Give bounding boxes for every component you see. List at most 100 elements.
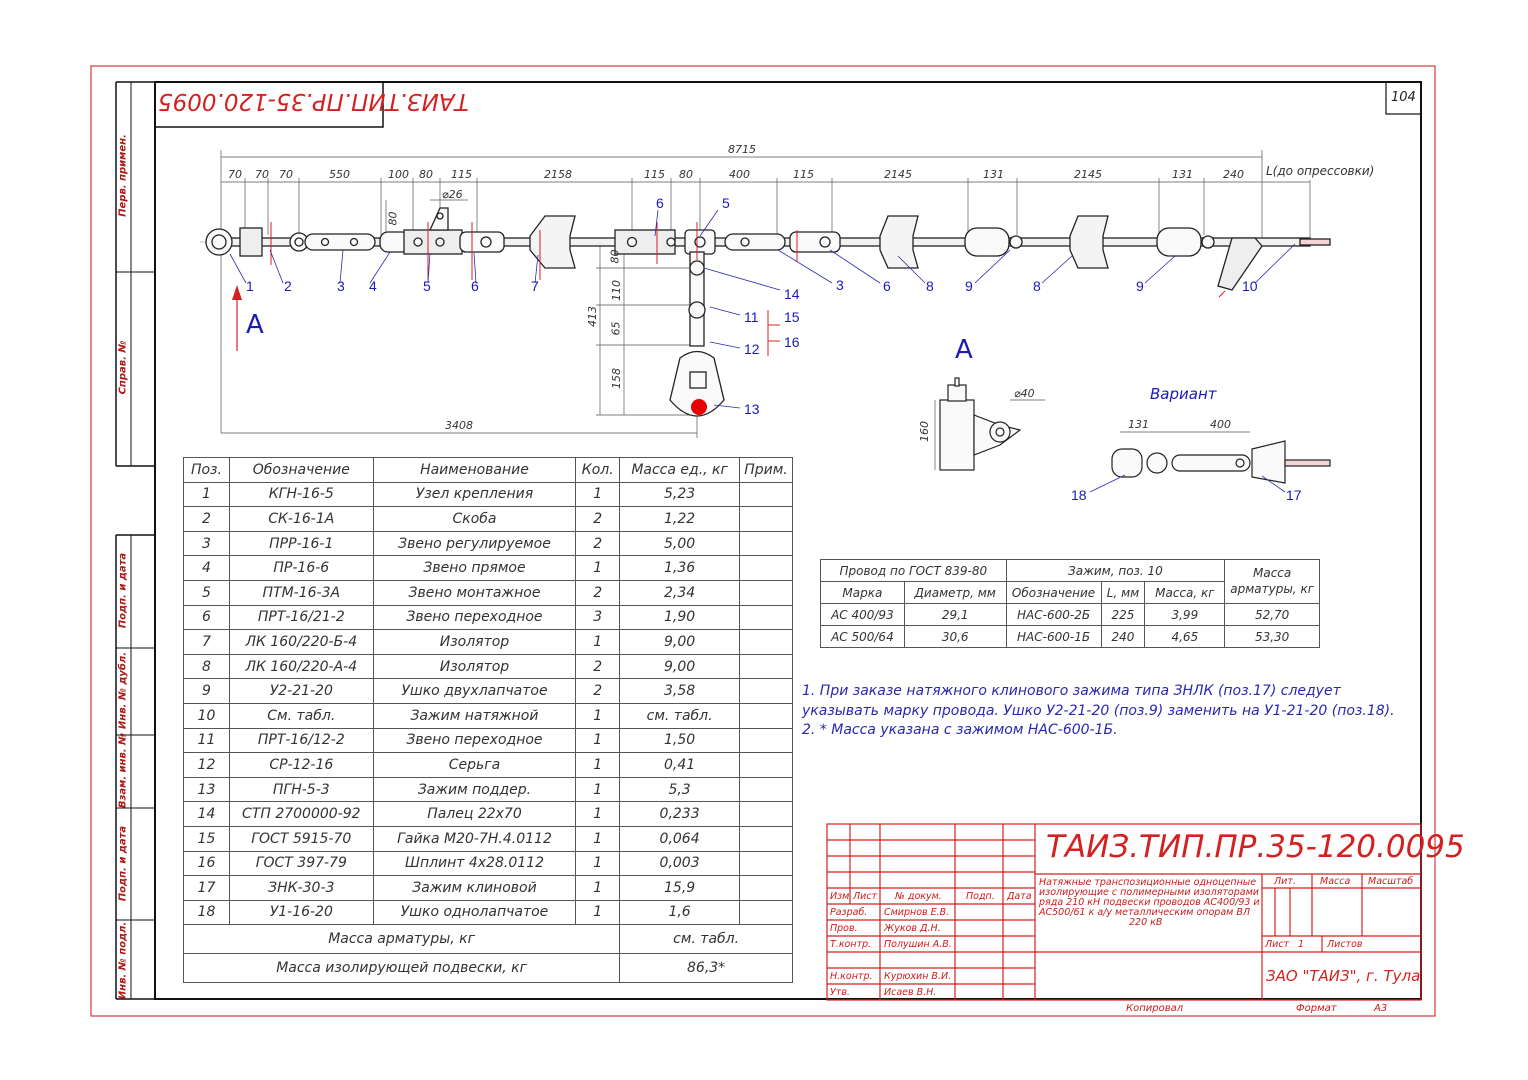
- table-cell: [739, 801, 793, 827]
- table-cell: Зажим поддер.: [372, 776, 577, 803]
- table-cell: 2,34: [619, 579, 740, 606]
- dim-tail-label: L(до опрессовки): [1266, 164, 1375, 178]
- position-label: 3: [337, 278, 345, 294]
- table-cell: 7: [183, 629, 230, 655]
- table-cell: Звено монтажное: [372, 579, 577, 606]
- format-value: А3: [1374, 1003, 1388, 1014]
- table-cell: 1: [575, 702, 621, 729]
- table-cell: Масса изолирующей подвески, кг: [182, 953, 621, 984]
- table-cell: 13: [183, 776, 230, 803]
- sheets-label: Листов: [1327, 939, 1363, 950]
- table-cell: 1,90: [619, 604, 740, 631]
- table-cell: Зажим натяжной: [372, 702, 577, 729]
- table-cell: ПТМ-16-3А: [228, 579, 374, 606]
- header-cell: Провод по ГОСТ 839-80: [820, 559, 1007, 582]
- dim-110: 110: [610, 280, 623, 301]
- dim-segment: 400: [729, 168, 750, 181]
- table-cell: 225: [1100, 603, 1146, 626]
- dim-segment: 80: [679, 168, 693, 181]
- overall-dimension: 8715: [728, 143, 756, 156]
- table-cell: [739, 506, 793, 532]
- doc-title-line: ряда 210 кН подвески проводов АС400/93 и: [1039, 897, 1260, 908]
- person-name: Полушин А.В.: [884, 939, 952, 950]
- role-label: Утв.: [830, 987, 850, 998]
- wire-table: Провод по ГОСТ 839-80 Зажим, поз. 10 Мас…: [820, 559, 1320, 648]
- header-cell: Обозначение: [228, 457, 374, 483]
- table-cell: 1,22: [619, 506, 740, 532]
- table-cell: 9,00: [619, 629, 740, 655]
- table-cell: 0,064: [619, 825, 740, 852]
- position-label: 17: [1286, 487, 1302, 503]
- table-cell: 4: [183, 555, 230, 581]
- document-number: ТАИЗ.ТИП.ПР.35-120.0095: [1046, 829, 1465, 865]
- variant-dim-131: 131: [1128, 418, 1149, 431]
- table-cell: ЛК 160/220-А-4: [228, 653, 374, 680]
- table-cell: КГН-16-5: [228, 481, 374, 508]
- table-cell: Изолятор: [372, 653, 577, 680]
- table-cell: Звено переходное: [372, 604, 577, 631]
- table-cell: 15: [183, 825, 230, 852]
- position-label: 9: [1136, 278, 1144, 294]
- table-cell: СР-12-16: [228, 752, 374, 778]
- table-cell: 9,00: [619, 653, 740, 680]
- position-label: 1: [246, 278, 254, 294]
- table-cell: [739, 604, 793, 631]
- dim-segment: 70: [255, 168, 269, 181]
- table-cell: [739, 850, 793, 877]
- position-label: 11: [744, 309, 759, 325]
- col-header: Изм: [830, 891, 850, 902]
- table-cell: 2: [575, 678, 621, 704]
- table-cell: 1: [575, 727, 621, 754]
- table-cell: У2-21-20: [228, 678, 374, 704]
- table-cell: 2: [575, 530, 621, 557]
- person-name: Жуков Д.Н.: [884, 923, 941, 934]
- table-cell: 53,30: [1224, 625, 1320, 648]
- table-cell: Ушко двухлапчатое: [372, 678, 577, 704]
- dim-413: 413: [586, 306, 599, 327]
- table-cell: 5,00: [619, 530, 740, 557]
- header-cell: L, мм: [1100, 581, 1146, 604]
- table-cell: 16: [183, 850, 230, 877]
- dim-diameter-26: ⌀26: [442, 188, 463, 201]
- col-header: Лист: [853, 891, 878, 902]
- table-cell: 3,99: [1144, 603, 1226, 626]
- table-cell: 0,233: [619, 801, 740, 827]
- table-cell: НАС-600-2Б: [1005, 603, 1102, 626]
- table-cell: Ушко однолапчатое: [372, 899, 577, 926]
- table-cell: У1-16-20: [228, 899, 374, 926]
- table-cell: [739, 579, 793, 606]
- table-cell: Палец 22х70: [372, 801, 577, 827]
- table-cell: [739, 530, 793, 557]
- table-cell: См. табл.: [228, 702, 374, 729]
- table-cell: АС 500/64: [820, 625, 905, 648]
- table-cell: 8: [183, 653, 230, 680]
- position-label: 6: [883, 278, 891, 294]
- position-label: 6: [656, 195, 664, 211]
- role-label: Н.контр.: [830, 971, 873, 982]
- table-cell: Скоба: [372, 506, 577, 532]
- mirrored-stamp: ТАИЗ.ТИП.ПР.35-120.0095: [158, 88, 469, 114]
- table-cell: Изолятор: [372, 629, 577, 655]
- position-label: 5: [423, 278, 431, 294]
- note-line: 2. * Масса указана с зажимом НАС-600-1Б.: [802, 722, 1118, 738]
- position-label: 8: [926, 278, 934, 294]
- dim-segment: 2145: [1074, 168, 1102, 181]
- table-cell: АС 400/93: [820, 603, 905, 626]
- table-cell: Гайка М20-7Н.4.0112: [372, 825, 577, 852]
- wire-table-body: Провод по ГОСТ 839-80 Зажим, поз. 10 Мас…: [820, 559, 1320, 648]
- table-cell: 1: [183, 481, 230, 508]
- dim-158: 158: [610, 368, 623, 389]
- table-cell: 1: [575, 850, 621, 877]
